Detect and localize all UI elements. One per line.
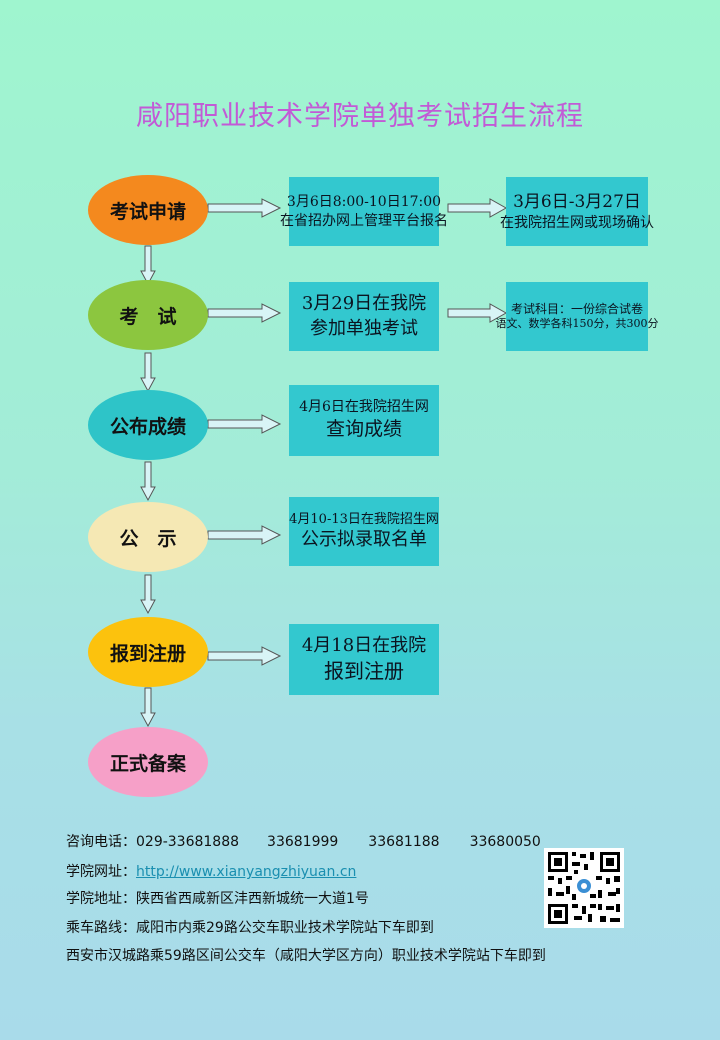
box-apply-confirm-line2: 在我院招生网或现场确认 [500, 214, 654, 231]
box-register: 4月18日在我院 报到注册 [289, 624, 439, 695]
box-register-line1: 4月18日在我院 [301, 634, 427, 656]
info-website: 学院网址：http://www.xianyangzhiyuan.cn [66, 861, 356, 881]
box-exam-date-line2: 参加单独考试 [310, 317, 418, 339]
box-apply-confirm: 3月6日-3月27日 在我院招生网或现场确认 [500, 177, 654, 246]
page-title: 咸阳职业技术学院单独考试招生流程 [136, 101, 584, 132]
address-label: 学院地址： [66, 891, 136, 907]
info-route: 乘车路线：咸阳市内乘29路公交车职业技术学院站下车即到 [66, 917, 434, 937]
route-label: 乘车路线： [66, 920, 136, 936]
right-arrow-3 [207, 303, 281, 323]
down-arrow-4 [140, 574, 156, 614]
step-exam-apply: 考试申请 [88, 175, 208, 245]
phone-2: 33681999 [267, 834, 339, 850]
website-link[interactable]: http://www.xianyangzhiyuan.cn [136, 864, 357, 880]
box-score-line2: 查询成绩 [325, 418, 402, 441]
box-apply-time-line1: 3月6日8:00-10日17:00 [286, 193, 442, 210]
step-filing: 正式备案 [88, 727, 208, 797]
step-publish-score: 公布成绩 [88, 390, 208, 460]
right-arrow-5 [207, 414, 281, 434]
box-exam-subject-line2: 语文、数学各科150分，共300分 [495, 317, 659, 331]
phone-1: 029-33681888 [136, 834, 240, 850]
box-apply-confirm-line1: 3月6日-3月27日 [513, 191, 641, 212]
step-exam: 考 试 [88, 280, 208, 350]
qr-code-icon [544, 848, 624, 928]
down-arrow-3 [140, 461, 156, 501]
box-exam-date: 3月29日在我院 参加单独考试 [289, 282, 439, 351]
box-exam-subject: 考试科目：一份综合试卷 语文、数学各科150分，共300分 [496, 282, 659, 351]
down-arrow-5 [140, 687, 156, 727]
box-publicity-line1: 4月10-13日在我院招生网 [289, 511, 439, 527]
box-score-line1: 4月6日在我院招生网 [299, 399, 429, 416]
address-text: 陕西省西咸新区沣西新城统一大道1号 [136, 891, 369, 907]
box-apply-time-line2: 在省招办网上管理平台报名 [280, 212, 448, 229]
down-arrow-2 [140, 352, 156, 392]
box-exam-subject-line1: 考试科目：一份综合试卷 [510, 301, 643, 316]
right-arrow-7 [207, 646, 281, 666]
box-publicity: 4月10-13日在我院招生网 公示拟录取名单 [289, 497, 439, 566]
info-route-2: 西安市汉城路乘59路区间公交车（咸阳大学区方向）职业技术学院站下车即到 [66, 948, 546, 964]
info-address: 学院地址：陕西省西咸新区沣西新城统一大道1号 [66, 888, 369, 908]
step-publicity: 公 示 [88, 502, 208, 572]
box-register-line2: 报到注册 [324, 659, 404, 684]
box-apply-time: 3月6日8:00-10日17:00 在省招办网上管理平台报名 [280, 177, 448, 246]
website-label: 学院网址： [66, 864, 136, 880]
down-arrow-1 [140, 245, 156, 285]
route-1: 咸阳市内乘29路公交车职业技术学院站下车即到 [136, 920, 434, 936]
phone-4: 33680050 [469, 834, 541, 850]
step-register: 报到注册 [88, 617, 208, 687]
info-phone: 咨询电话：029-33681888 33681999 33681188 3368005… [66, 831, 541, 851]
box-score: 4月6日在我院招生网 查询成绩 [289, 385, 439, 456]
phone-label: 咨询电话： [66, 834, 136, 850]
box-exam-date-line1: 3月29日在我院 [301, 293, 427, 315]
box-publicity-line2: 公示拟录取名单 [301, 529, 427, 551]
right-arrow-6 [207, 525, 281, 545]
right-arrow-1 [207, 198, 281, 218]
phone-3: 33681188 [368, 834, 440, 850]
right-arrow-2 [447, 198, 507, 218]
